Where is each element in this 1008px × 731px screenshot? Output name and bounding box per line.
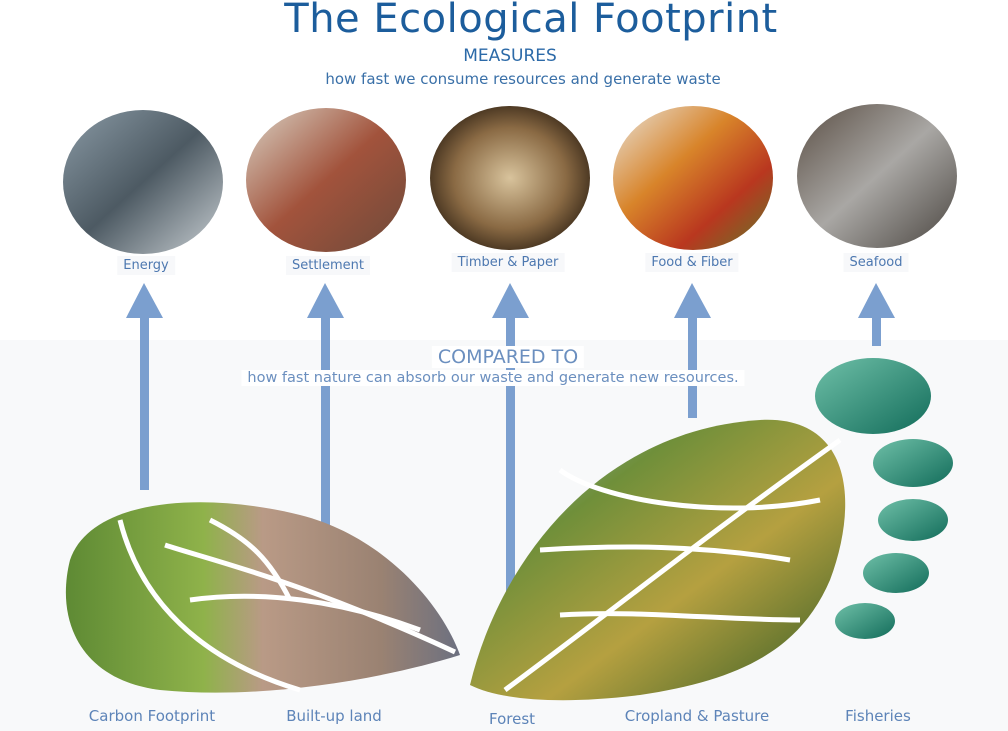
arrow-up-icon	[126, 283, 163, 490]
compared-heading: COMPARED TO	[431, 346, 585, 368]
settlement-photo	[246, 108, 406, 252]
fisheries-toes	[815, 358, 953, 639]
forest-cropland-footprint	[470, 419, 846, 701]
label-carbon-footprint: Carbon Footprint	[88, 707, 216, 725]
food-photo	[613, 106, 773, 250]
arrow-up-icon	[858, 283, 895, 346]
label-cropland-pasture: Cropland & Pasture	[624, 707, 770, 725]
page-title: The Ecological Footprint	[284, 0, 778, 42]
arrow-up-icon	[492, 283, 529, 615]
compared-subtitle: how fast nature can absorb our waste and…	[241, 370, 745, 386]
arrow-up-icon	[307, 283, 344, 545]
label-food-fiber: Food & Fiber	[645, 253, 739, 272]
arrow-up-icon	[674, 283, 711, 418]
measures-heading: MEASURES	[463, 46, 557, 66]
consumption-photos	[63, 104, 957, 254]
label-built-up-land: Built-up land	[286, 707, 382, 725]
label-seafood: Seafood	[843, 253, 909, 272]
label-fisheries: Fisheries	[845, 707, 911, 725]
label-timber-paper: Timber & Paper	[451, 253, 565, 272]
arrows	[126, 283, 895, 615]
label-settlement: Settlement	[285, 256, 371, 275]
label-forest: Forest	[488, 710, 536, 728]
energy-photo	[63, 110, 223, 254]
seafood-photo	[797, 104, 957, 248]
timber-photo	[430, 106, 590, 250]
label-energy: Energy	[117, 256, 175, 275]
measures-subtitle: how fast we consume resources and genera…	[325, 70, 721, 88]
